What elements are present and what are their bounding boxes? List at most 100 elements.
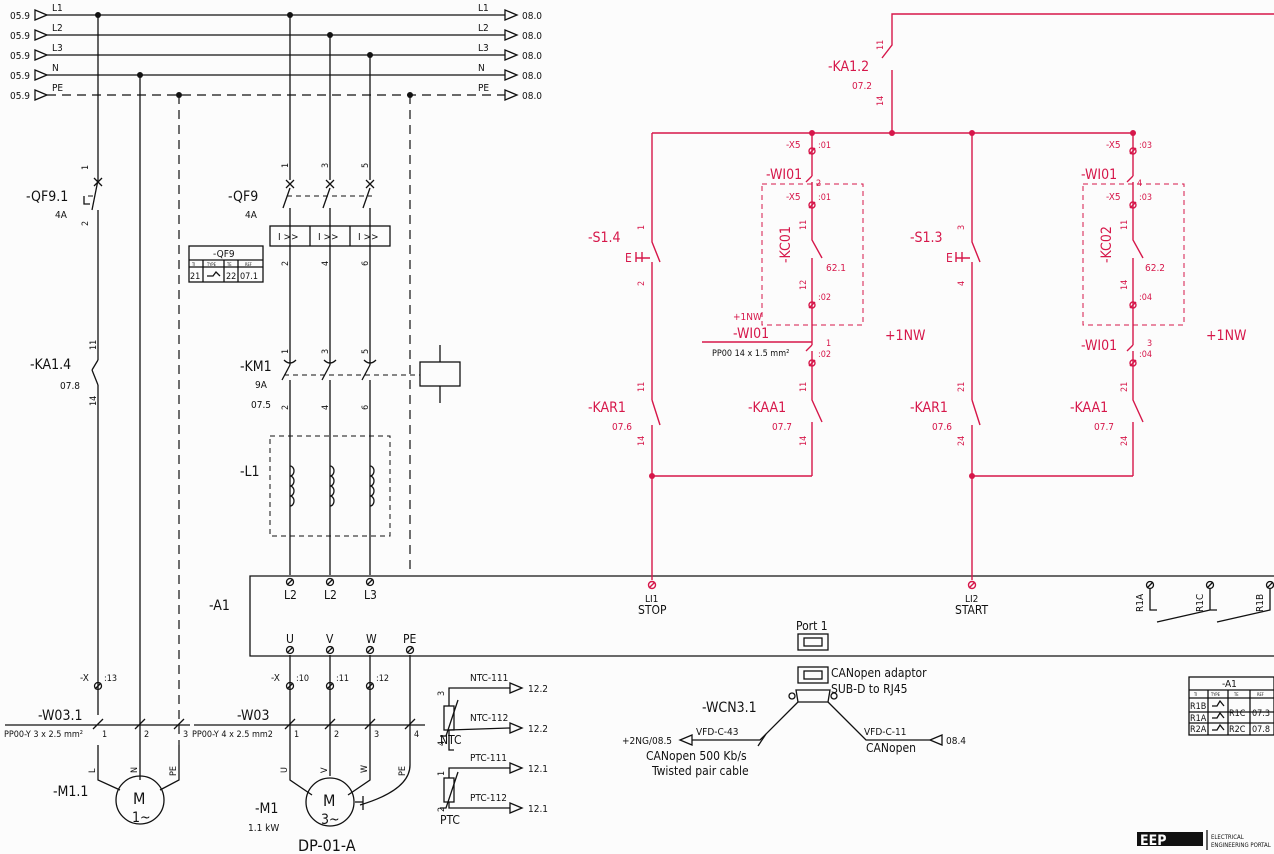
canopen-adaptor-rj45: [797, 666, 829, 684]
s14-terminal-2: 2: [637, 281, 647, 286]
bus-l1-ref-right: 08.0: [522, 11, 542, 22]
kar1-right-ref: 07.6: [932, 422, 952, 433]
canopen-label: CANopen: [866, 741, 916, 755]
logo-text: EEP: [1140, 833, 1166, 849]
qf91-terminal-2: 2: [81, 221, 91, 226]
qf9-table-h4: REF: [245, 262, 252, 267]
kc01-tag: -KC01: [778, 226, 794, 263]
terminal-x-12: :12: [376, 674, 389, 684]
bus-l2-ref-right: 08.0: [522, 31, 542, 42]
three-phase-branch: I >> I >> I >> 1 3 5 2 4 6 -QF9 4A -QF9 …: [188, 15, 461, 575]
kc01-bottom-02: :02: [818, 350, 831, 360]
ka12-terminal-11: 11: [876, 40, 886, 50]
kc01-terminal-11: 11: [799, 220, 809, 230]
motor-m11-t2: N: [130, 767, 140, 773]
drive-out-v: V: [326, 632, 334, 646]
a1-table-r1c: R1C: [1229, 709, 1246, 719]
motor-m1-model: DP-01-A: [298, 836, 356, 854]
bus-n-ref-right: 08.0: [522, 71, 542, 82]
a1-table-h2: TYPE: [1210, 692, 1221, 697]
ptc-112-label: PTC-112: [470, 793, 507, 804]
nw-right-label: +1NW: [1206, 328, 1247, 344]
kc02-terminal-11: 11: [1120, 220, 1130, 230]
terminal-x-11: :11: [336, 674, 349, 684]
ka12-tag: -KA1.2: [828, 59, 869, 75]
a1-table-h3: TE: [1233, 692, 1239, 697]
km1-terminal-3: 3: [321, 349, 331, 354]
kaa1-right-tag: -KAA1: [1070, 400, 1108, 416]
drive-input-terminals: [285, 577, 375, 587]
qf91-terminal-1: 1: [81, 165, 91, 170]
cable-w031-tag: -W03.1: [38, 708, 82, 724]
w101-mid-right-tag: -WI01: [1081, 338, 1117, 354]
canopen-section: Port 1 CANopen adaptor SUB-D to RJ45 -WC…: [622, 619, 966, 778]
ntc-sensor: 3 4 NTC-111 12.2 NTC-112 12.2 NTC: [437, 673, 548, 751]
motor-m11-symbol: [115, 775, 165, 825]
kar1-right-tag: -KAR1: [910, 400, 948, 416]
ntc-111-ref: 12.2: [528, 684, 548, 695]
kc02-bottom-04: :04: [1139, 350, 1152, 360]
qf9-table-contact-symbol: [207, 271, 221, 277]
canopen-vfd11-label: VFD-C-11: [864, 727, 906, 738]
motor-m1-t2: V: [320, 767, 330, 773]
kc01-x5: -X5: [786, 140, 801, 151]
kaa1-left-terminal-11: 11: [799, 382, 809, 392]
motor-m1-t1: U: [280, 767, 290, 773]
kc01-x5-01: :01: [818, 141, 831, 151]
cable-w031-c1: 1: [102, 730, 107, 740]
bus-pe-ref-right: 08.0: [522, 91, 542, 102]
a1-table-r2c: R2C: [1229, 725, 1246, 735]
motor-m1-power: 1.1 kW: [248, 823, 279, 834]
canopen-vfd11-ref: 08.4: [946, 736, 966, 747]
terminal-x-tag-1: -X: [80, 673, 89, 684]
a1-contact-table: -A1 TI TYPE TE REF R1B R1A R1C 07.3 R2A …: [1188, 676, 1274, 736]
bus-l1-name-left: L1: [52, 3, 63, 14]
canopen-vfd43-label: VFD-C-43: [696, 727, 738, 738]
kaa1-left-ref: 07.7: [772, 422, 792, 433]
ka14-tag: -KA1.4: [30, 357, 71, 373]
canopen-adaptor-subd: [795, 689, 831, 703]
km1-terminal-1: 1: [281, 349, 291, 354]
drive-relay-r1c: R1C: [1195, 594, 1206, 612]
kc01-x5-inner: -X5: [786, 192, 801, 203]
qf9-table-v4: 07.1: [240, 272, 258, 282]
qf9-trip-units: [269, 225, 391, 247]
drive-out-u: U: [286, 632, 294, 646]
right-bus-arrows: [504, 9, 519, 101]
drive-in-terminal-2: L2: [324, 588, 337, 602]
qf9-table-h2: TYPE: [206, 262, 217, 267]
qf9-terminal-3: 3: [321, 163, 331, 168]
terminal-x-10: :10: [296, 674, 309, 684]
drive-a1: -A1 L2 L2 L3 U V W PE LI1 STOP LI2 START: [209, 575, 1274, 657]
s14-e: E: [625, 251, 632, 265]
reactor-tag: -L1: [240, 464, 260, 480]
ptc-112-ref: 12.1: [528, 804, 548, 815]
bus-l1-ref: 05.9: [10, 11, 30, 22]
bus-l3-ref: 05.9: [10, 51, 30, 62]
motor-m11-type: 1~: [132, 810, 151, 826]
motor-m1-type: 3~: [321, 812, 340, 828]
terminal-x-tag-2: -X: [271, 673, 280, 684]
drive-li1-label: STOP: [638, 603, 667, 617]
terminal-x-13: :13: [104, 674, 117, 684]
qf9-tag: -QF9: [228, 189, 258, 205]
canopen-cable-tag: -WCN3.1: [702, 700, 757, 716]
qf9-table-v3: 22: [226, 272, 236, 282]
control-terminal-markers: [808, 147, 1137, 367]
bus-l1-name-right: L1: [478, 3, 489, 14]
left-bus-arrows: [34, 9, 49, 101]
km1-coil: [419, 361, 461, 387]
kar1-left-ref: 07.6: [612, 422, 632, 433]
s14-tag: -S1.4: [588, 230, 621, 246]
drive-output-terminals: [285, 645, 415, 655]
qf91-rating: 4A: [55, 210, 68, 221]
cable-w031-spec: PP00-Y 3 x 2.5 mm²: [4, 730, 83, 740]
motor-m1-m: M: [323, 791, 335, 810]
km1-tag: -KM1: [240, 359, 272, 375]
qf9-trip-label-3: I >>: [358, 232, 379, 243]
kar1-left-terminal-11: 11: [637, 382, 647, 392]
qf9-contact-table: -QF9 TI TYPE TE REF 21 22 07.1: [188, 245, 264, 283]
qf9-terminal-4: 4: [321, 261, 331, 266]
kc01-terminal-02: :02: [818, 293, 831, 303]
kc01-x5-inner-01: :01: [818, 193, 831, 203]
